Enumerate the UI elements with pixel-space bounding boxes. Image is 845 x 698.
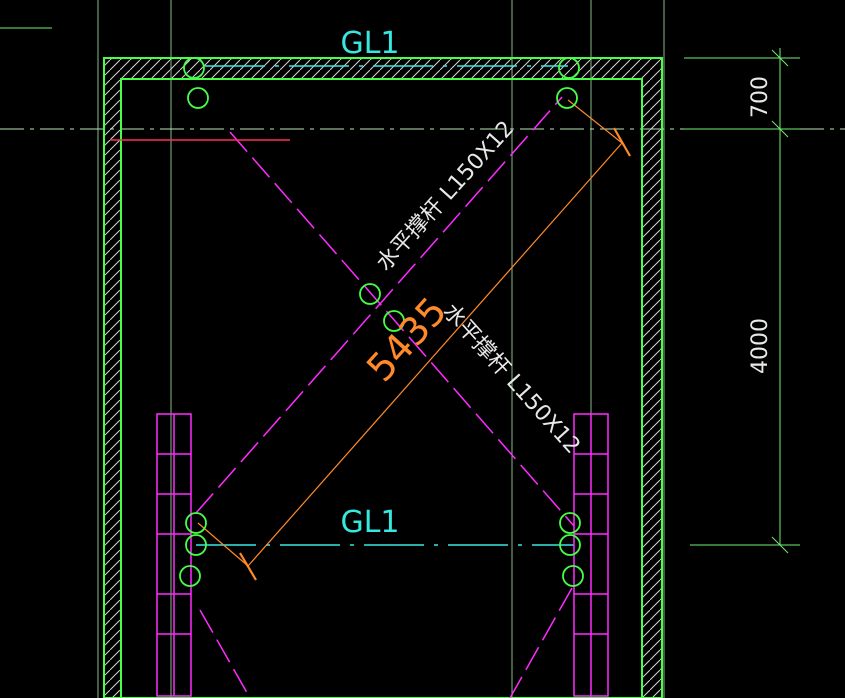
anchor-points: [179, 57, 584, 587]
beam-label-bottom: GL1: [340, 505, 399, 540]
dimension-lines: [684, 48, 800, 554]
wall-outline: [103, 57, 663, 698]
svg-text:4000: 4000: [748, 318, 773, 374]
svg-text:水平撑杆 L150X12: 水平撑杆 L150X12: [438, 299, 585, 459]
brace-lower-label: 水平撑杆 L150X12: [438, 299, 585, 459]
dimension-top-label: 700: [748, 76, 773, 118]
brace-upper-label: 水平撑杆 L150X12: [372, 116, 519, 276]
beam-lines: [196, 65, 574, 546]
brace-lines: [195, 96, 575, 698]
beam-label-top: GL1: [340, 26, 399, 61]
dimension-right-label: 4000: [748, 318, 773, 374]
svg-text:700: 700: [748, 76, 773, 118]
diagonal-dimension: [197, 99, 631, 581]
svg-text:水平撑杆 L150X12: 水平撑杆 L150X12: [372, 116, 519, 276]
